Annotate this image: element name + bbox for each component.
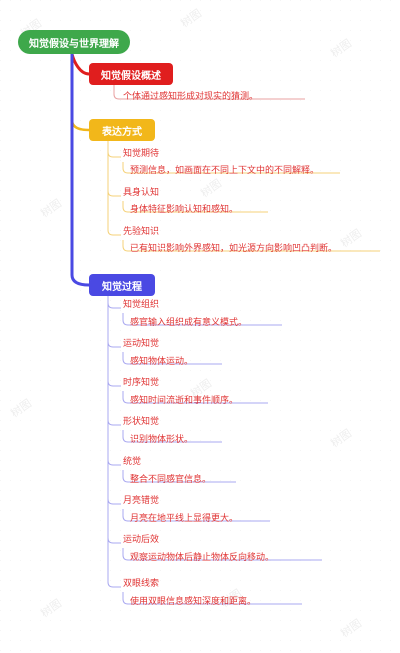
process-item-label[interactable]: 运动知觉 [123, 339, 160, 349]
process-item-desc: 整合不同感官信息。 [130, 475, 212, 485]
connector-expression-items [107, 141, 121, 236]
process-item-desc: 月亮在地平线上显得更大。 [130, 514, 239, 524]
expression-item-desc: 已有知识影响外界感知，如光源方向影响凹凸判断。 [130, 244, 338, 254]
process-item-desc: 感知物体运动。 [130, 357, 194, 367]
expression-item-desc: 身体特征影响认知和感知。 [130, 205, 239, 215]
root-node[interactable]: 知觉假设与世界理解 [18, 30, 130, 54]
section-overview-label: 知觉假设概述 [101, 70, 161, 82]
connector-root-expression [70, 54, 90, 132]
process-item-label[interactable]: 运动后效 [123, 535, 160, 545]
root-label: 知觉假设与世界理解 [29, 38, 119, 50]
section-expression[interactable]: 表达方式 [89, 119, 155, 141]
connector-root-process [70, 54, 90, 287]
process-item-label[interactable]: 双眼线索 [123, 579, 160, 589]
process-item-label[interactable]: 统觉 [123, 457, 142, 467]
connector-root-overview [70, 53, 90, 76]
section-process[interactable]: 知觉过程 [89, 274, 155, 296]
connector-process-items [107, 296, 121, 588]
process-item-desc: 使用双眼信息感知深度和距离。 [130, 597, 257, 607]
process-item-desc: 识别物体形状。 [130, 435, 194, 445]
section-expression-label: 表达方式 [102, 126, 142, 138]
connector-expression-leaves [122, 162, 380, 252]
process-item-label[interactable]: 知觉组织 [123, 300, 160, 310]
connector-process-leaves [122, 313, 322, 605]
expression-item-label[interactable]: 具身认知 [123, 188, 160, 198]
process-item-label[interactable]: 月亮错觉 [123, 496, 160, 506]
process-item-desc: 感知时间流逝和事件顺序。 [130, 396, 239, 406]
expression-item-desc: 预测信息，如画面在不同上下文中的不同解释。 [130, 166, 320, 176]
process-item-label[interactable]: 时序知觉 [123, 378, 160, 388]
process-item-label[interactable]: 形状知觉 [123, 417, 160, 427]
expression-item-label[interactable]: 知觉期待 [123, 149, 160, 159]
overview-desc: 个体通过感知形成对现实的猜测。 [123, 92, 259, 102]
section-process-label: 知觉过程 [102, 281, 142, 293]
section-overview[interactable]: 知觉假设概述 [89, 63, 173, 85]
expression-item-label[interactable]: 先验知识 [123, 227, 160, 237]
process-item-desc: 观察运动物体后静止物体反向移动。 [130, 553, 275, 563]
connector-overview-desc [113, 85, 305, 100]
process-item-desc: 感官输入组织成有意义模式。 [130, 318, 248, 328]
